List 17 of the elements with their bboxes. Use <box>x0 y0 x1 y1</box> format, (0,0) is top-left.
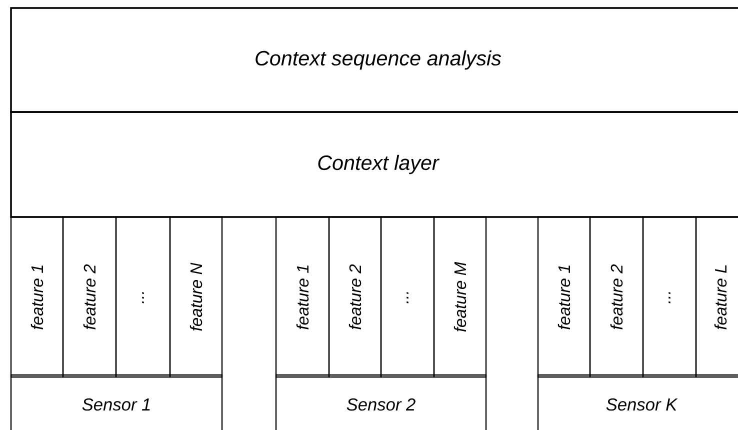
sensor-box: Sensor 2 <box>275 374 487 430</box>
feature-cell: feature N <box>169 216 223 378</box>
feature-cell: ... <box>642 216 697 378</box>
feature-cell: feature L <box>695 216 738 378</box>
feature-cell: feature 2 <box>589 216 644 378</box>
feature-cell: ... <box>115 216 171 378</box>
layer-box: Context sequence analysis <box>10 7 738 113</box>
layer-box: Context layer <box>10 111 738 218</box>
feature-cell: feature 2 <box>328 216 382 378</box>
feature-cell: ... <box>380 216 435 378</box>
feature-cell: feature M <box>433 216 487 378</box>
sensor-box: Sensor 1 <box>10 374 223 430</box>
feature-cell: feature 1 <box>275 216 330 378</box>
sensor-box: Sensor K <box>537 374 738 430</box>
feature-cell: feature 2 <box>62 216 117 378</box>
feature-cell: feature 1 <box>537 216 591 378</box>
feature-cell: feature 1 <box>10 216 64 378</box>
